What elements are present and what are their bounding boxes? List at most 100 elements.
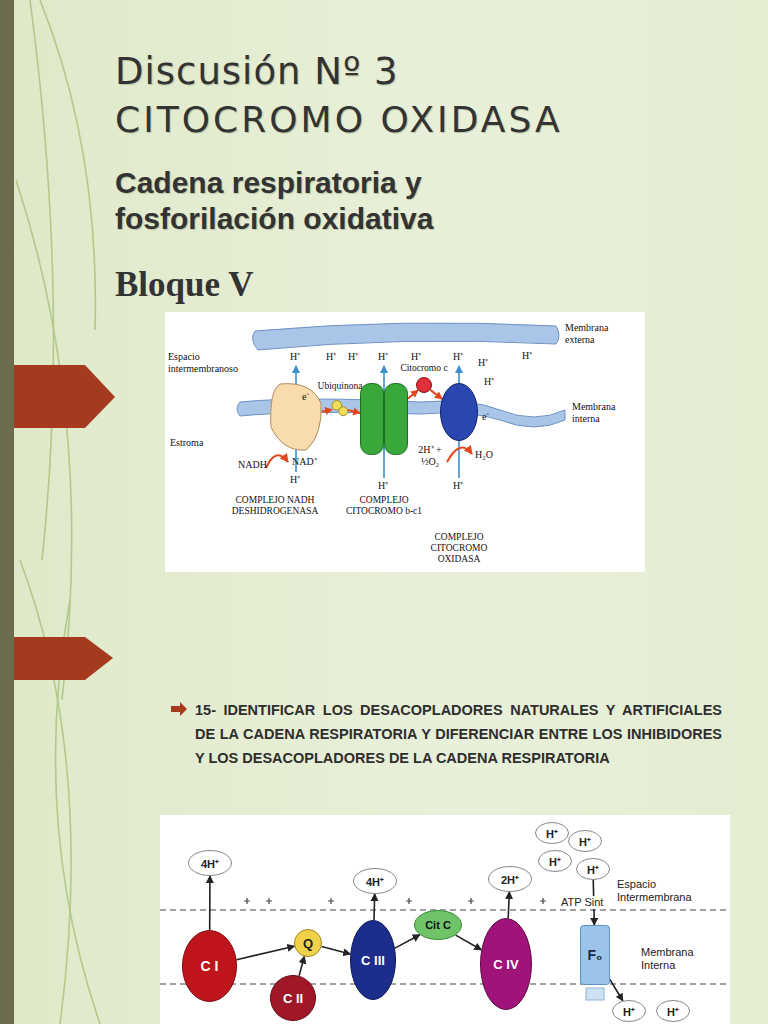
diagram-label: NADH — [238, 459, 267, 471]
node-text-box: C II — [270, 975, 316, 1021]
node-outline — [417, 378, 432, 393]
node-shape — [416, 377, 432, 393]
diagram-label: Espacio Intermembrana — [616, 878, 714, 904]
node-outline — [271, 384, 322, 451]
node-label: C IV — [493, 957, 518, 972]
cytochrome-c: Cit C — [414, 910, 462, 940]
node-outline — [189, 851, 232, 876]
complex-iii: C III — [350, 920, 396, 1000]
cytochrome-c: Citocromo c — [416, 377, 432, 393]
diagram-label: e⁻ — [482, 411, 489, 423]
diagram-label: NAD⁺ — [292, 456, 317, 468]
diagram-label: Membrana interna — [572, 401, 634, 424]
node-outline — [441, 384, 478, 441]
slide-title: Discusión Nº 3 — [115, 52, 399, 93]
question-text: 15- IDENTIFICAR LOS DESACOPLADORES NATUR… — [195, 698, 722, 770]
node-label: COMPLEJO CITOCROMO OXIDASA — [419, 532, 499, 565]
node-text-box: H⁺ — [612, 1000, 646, 1022]
figure-panel — [165, 312, 645, 572]
node-text-box: H⁺ — [568, 830, 602, 852]
node-label: COMPLEJO CITOCROMO b-c1 — [344, 495, 424, 517]
ubiquinone-q: Q — [294, 929, 322, 957]
cytochrome-oxidase-complex: COMPLEJO CITOCROMO OXIDASA — [440, 383, 478, 441]
node-text-box: Q — [294, 929, 322, 957]
proton-bubble: H⁺ — [576, 858, 610, 880]
node-label: C II — [283, 991, 303, 1006]
node-text-box: H⁺ — [535, 822, 569, 844]
section-tab — [14, 365, 115, 428]
node-label: H⁺ — [579, 834, 591, 849]
swoosh-lines — [16, 0, 100, 1024]
node-label: C III — [361, 953, 385, 968]
node-text-box: 4H⁺ — [353, 868, 397, 894]
node-label: C I — [201, 958, 219, 974]
electron-flow-arrow — [322, 410, 332, 412]
nadh-oxidation-arrow — [266, 455, 288, 468]
node-shape — [332, 399, 348, 417]
side-stripe — [0, 0, 14, 1024]
diagram-label: Membrana externa — [565, 322, 627, 345]
node-text-box: H⁺ — [538, 850, 572, 872]
diagram-label: Estroma — [170, 437, 203, 449]
diagram-label: H⁺ — [411, 351, 421, 363]
diagram-label: H⁺ — [348, 351, 358, 363]
node-shape — [440, 383, 478, 441]
node-outline — [415, 911, 462, 940]
membrane-line — [160, 909, 730, 910]
node-text-box: Cit C — [414, 910, 462, 940]
slide-heading: CITOCROMO OXIDASA — [115, 100, 563, 140]
node-outline — [569, 831, 602, 852]
electron-flow-arrow — [430, 390, 442, 399]
diagram-label: 2H⁺ + ½O₂ — [414, 444, 446, 467]
node-text-box: 4H⁺ — [188, 850, 232, 876]
node-outline — [539, 851, 572, 872]
flow-arrow — [610, 980, 623, 1001]
node-outline — [481, 919, 532, 1010]
electron-flow-arrow — [408, 390, 418, 398]
node-outline — [271, 976, 316, 1021]
proton-bubble: 4H⁺ — [188, 850, 232, 876]
node-outline — [183, 931, 237, 1002]
node-label: F₀ — [588, 947, 603, 963]
slide-heading: Cadena respiratoria y fosforilación oxid… — [115, 165, 530, 237]
node-text-box: H⁺ — [656, 1000, 690, 1022]
proton-bubble: H⁺ — [656, 1000, 690, 1022]
diagram-label: H⁺ — [326, 351, 336, 363]
node-text-box: F₀ — [580, 925, 610, 985]
node-outline — [657, 1001, 690, 1022]
node-label: H⁺ — [667, 1004, 679, 1019]
complex-i: C I — [182, 930, 237, 1002]
node-outline — [351, 921, 396, 1000]
proton-bubble: H⁺ — [538, 850, 572, 872]
node-label: H⁺ — [549, 854, 561, 869]
node-label: Cit C — [425, 919, 451, 931]
node-text-box: H⁺ — [576, 858, 610, 880]
diagram-label: H⁺ — [453, 351, 463, 363]
node-text-box: C IV — [480, 918, 532, 1010]
proton-bubble: 2H⁺ — [488, 866, 532, 892]
electron-flow-arrow — [348, 410, 360, 413]
diagram-label: H⁺ — [522, 350, 532, 362]
nadh-dehydrogenase-complex: COMPLEJO NADH DESHIDROGENASA — [270, 383, 322, 451]
complex-ii: C II — [270, 975, 316, 1021]
node-label: H⁺ — [587, 862, 599, 877]
node-text-box: C III — [350, 920, 396, 1000]
ubiquinone: Ubiquinona — [332, 399, 348, 417]
node-outline — [339, 407, 348, 416]
complex-iv: C IV — [480, 918, 532, 1010]
diagram-label: H⁺ — [478, 357, 488, 369]
node-outline — [489, 867, 532, 892]
outer-membrane — [253, 323, 559, 350]
bullet-arrow — [171, 702, 187, 716]
node-text-box: C I — [182, 930, 237, 1002]
node-outline — [354, 869, 397, 894]
flow-arrow — [373, 894, 375, 920]
node-outline — [613, 1001, 646, 1022]
diagram-label: H⁺ — [378, 351, 388, 363]
charge-marks — [244, 898, 546, 904]
node-label: Citocromo c — [390, 363, 458, 374]
flow-arrow — [209, 876, 211, 930]
proton-bubble: H⁺ — [568, 830, 602, 852]
diagram-label: H⁺ — [484, 376, 494, 388]
